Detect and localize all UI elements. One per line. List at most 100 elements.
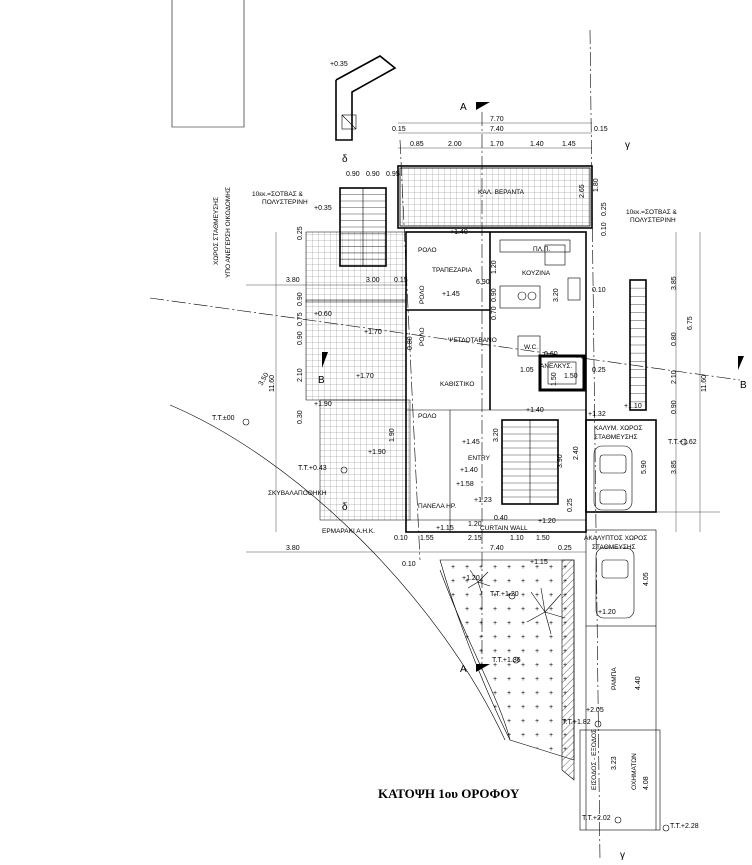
left-terrace-tiles-1 xyxy=(305,231,407,303)
room-ramp-label: ΡΑΜΠΑ xyxy=(611,667,618,690)
dim-v3: 0.90 xyxy=(297,292,304,306)
dim-s9: 0.80 xyxy=(407,336,414,350)
dim-r7: 1.80 xyxy=(593,178,600,192)
level-annotations: +0.35 +0.35 +0.60 +1.70 +1.70 +1.90 +1.4… xyxy=(212,61,699,830)
dim-s12: 0.60 xyxy=(544,351,558,358)
dim-top-left: 0.15 xyxy=(392,126,406,133)
dim-l3: 0.15 xyxy=(394,277,408,284)
dim-k7: 1.50 xyxy=(564,373,578,380)
level-top: +0.35 xyxy=(330,61,348,68)
level-mid9: +1.20 xyxy=(538,518,556,525)
level-mid1: +1.40 xyxy=(450,229,468,236)
dim-s2: 4.40 xyxy=(635,676,642,690)
section-gamma-top-label: γ xyxy=(625,140,630,151)
room-kitchen-pg-label: ΠΛ.Π. xyxy=(533,246,551,253)
garden-planted-area xyxy=(439,559,575,761)
dim-r2: 6.75 xyxy=(687,316,694,330)
dim-s7: 2.40 xyxy=(573,446,580,460)
room-entry-label: ENTRY xyxy=(468,455,491,462)
room-covered-parking-line1: ΚΑΛΥΜ. ΧΩΡΟΣ xyxy=(594,425,643,432)
dim-t4: 1.40 xyxy=(530,141,544,148)
dim-top-right: 0.15 xyxy=(594,126,608,133)
room-wc-label: W.C. xyxy=(524,344,538,351)
insulation-note-left-line1: 10εκ.=ΣΟΤΒΑΣ & xyxy=(252,191,304,198)
dim-r8: 2.65 xyxy=(579,184,586,198)
dim-row2b: 0.90 xyxy=(366,171,380,178)
dim-r10: 0.10 xyxy=(601,222,608,236)
dim-k4: 0.90 xyxy=(491,288,498,302)
dim-k9: 0.25 xyxy=(592,367,606,374)
dim-k1: 6.90 xyxy=(476,279,490,286)
dim-s4: 3.23 xyxy=(611,756,618,770)
dim-row2c: 0.95 xyxy=(386,171,400,178)
dim-b7: 0.40 xyxy=(494,515,508,522)
dim-k6: 1.05 xyxy=(520,367,534,374)
dim-b9: 0.10 xyxy=(394,535,408,542)
insulation-note-left-line2: ΠΟΛΥΣΤΕΡΙΝΗ xyxy=(262,199,308,206)
dim-r1: 3.85 xyxy=(671,276,678,290)
room-elevator-label: ΑΝΕΛΚΥΣ. xyxy=(540,363,572,370)
dim-s3: 4.08 xyxy=(643,776,650,790)
left-terrace-tiles-2 xyxy=(305,299,407,401)
room-panel-label: ΠΑΝΕΛΑ ΗΡ. xyxy=(418,503,456,510)
rolo-label-2: ΡΟΛΟ xyxy=(419,285,426,304)
section-b-right-label: B xyxy=(740,380,747,391)
level-tt5: T.T.+1.82 xyxy=(562,719,591,726)
dim-b2: 2.15 xyxy=(468,535,482,542)
dim-k3: 1.20 xyxy=(491,260,498,274)
dim-row2a: 0.90 xyxy=(346,171,360,178)
level-tt4: T.T.+1.36 xyxy=(492,657,521,664)
section-b-right-arrow xyxy=(738,356,744,370)
dim-b1: 1.55 xyxy=(420,535,434,542)
level-mid2: +1.45 xyxy=(442,291,460,298)
room-kitchen-label: ΚΟΥΖΙΝΑ xyxy=(522,270,551,277)
dim-s10: 1.90 xyxy=(389,428,396,442)
rolo-label-3: ΡΟΛΟ xyxy=(419,327,426,346)
level-park1: +1.20 xyxy=(598,609,616,616)
room-open-parking-line1: ΑΚΑΛΥΠΤΟΣ ΧΩΡΟΣ xyxy=(584,535,647,542)
rolo-label-4: ΡΟΛΟ xyxy=(418,413,437,420)
level-mid6: +1.58 xyxy=(456,481,474,488)
section-gamma-bottom-label: γ xyxy=(620,850,625,861)
level-mid4: +1.40 xyxy=(460,467,478,474)
rolo-label-1: ΡΟΛΟ xyxy=(418,247,437,254)
dim-top-total: 7.70 xyxy=(490,116,504,123)
dim-right-total: 11.60 xyxy=(701,375,708,392)
section-a-top-arrow xyxy=(476,102,490,110)
level-tt6: T.T.+2.02 xyxy=(582,815,611,822)
dim-t2: 2.00 xyxy=(448,141,462,148)
level-mid5: +1.90 xyxy=(368,449,386,456)
dim-v4: 0.90 xyxy=(297,331,304,345)
level-tt0: T.T.±00 xyxy=(212,415,235,422)
dim-v5: 0.75 xyxy=(297,312,304,326)
section-line-b-b xyxy=(149,297,741,381)
room-veranda-label: ΚΑΛ. ΒΕΡΑΝΤΑ xyxy=(478,189,525,196)
level-tt2: T.T.+1.62 xyxy=(668,439,697,446)
level-left2: +0.60 xyxy=(314,311,332,318)
dim-b6: 0.25 xyxy=(558,545,572,552)
dim-b5: 1.20 xyxy=(468,521,482,528)
dim-l2: 3.00 xyxy=(366,277,380,284)
dim-l4: 3.80 xyxy=(286,545,300,552)
dim-b4: 1.50 xyxy=(536,535,550,542)
dim-v6: 0.30 xyxy=(297,410,304,424)
level-mid13: +1.32 xyxy=(588,411,606,418)
covered-parking-area xyxy=(585,419,657,513)
central-stair-treads xyxy=(502,426,558,498)
neighbor-label-line1: ΧΩΡΟΣ ΣΤΑΘΜΕΥΣΗΣ xyxy=(213,197,220,265)
section-delta-top-label: δ xyxy=(342,154,348,165)
dim-t1: 0.85 xyxy=(410,141,424,148)
room-entry-exit-label: ΕΙΣΟΔΟΣ - ΕΞΟΔΟΣ xyxy=(591,729,598,790)
veranda-parapet xyxy=(397,165,593,229)
dim-k5: 0.70 xyxy=(491,306,498,320)
dim-k11: 3.20 xyxy=(493,428,500,442)
room-living-label: ΚΑΘΙΣΤΙΚΟ xyxy=(440,381,474,388)
elevator-shaft xyxy=(538,354,586,392)
dim-l1: 3.80 xyxy=(286,277,300,284)
dim-r3: 0.80 xyxy=(671,332,678,346)
dim-s6: 3.90 xyxy=(557,454,564,468)
veranda-tile-area xyxy=(399,167,591,227)
level-mid10: +1.20 xyxy=(462,575,480,582)
room-lounge-label: ΨΕΤΔΟΤΑΒΑΝΟ xyxy=(448,337,497,344)
